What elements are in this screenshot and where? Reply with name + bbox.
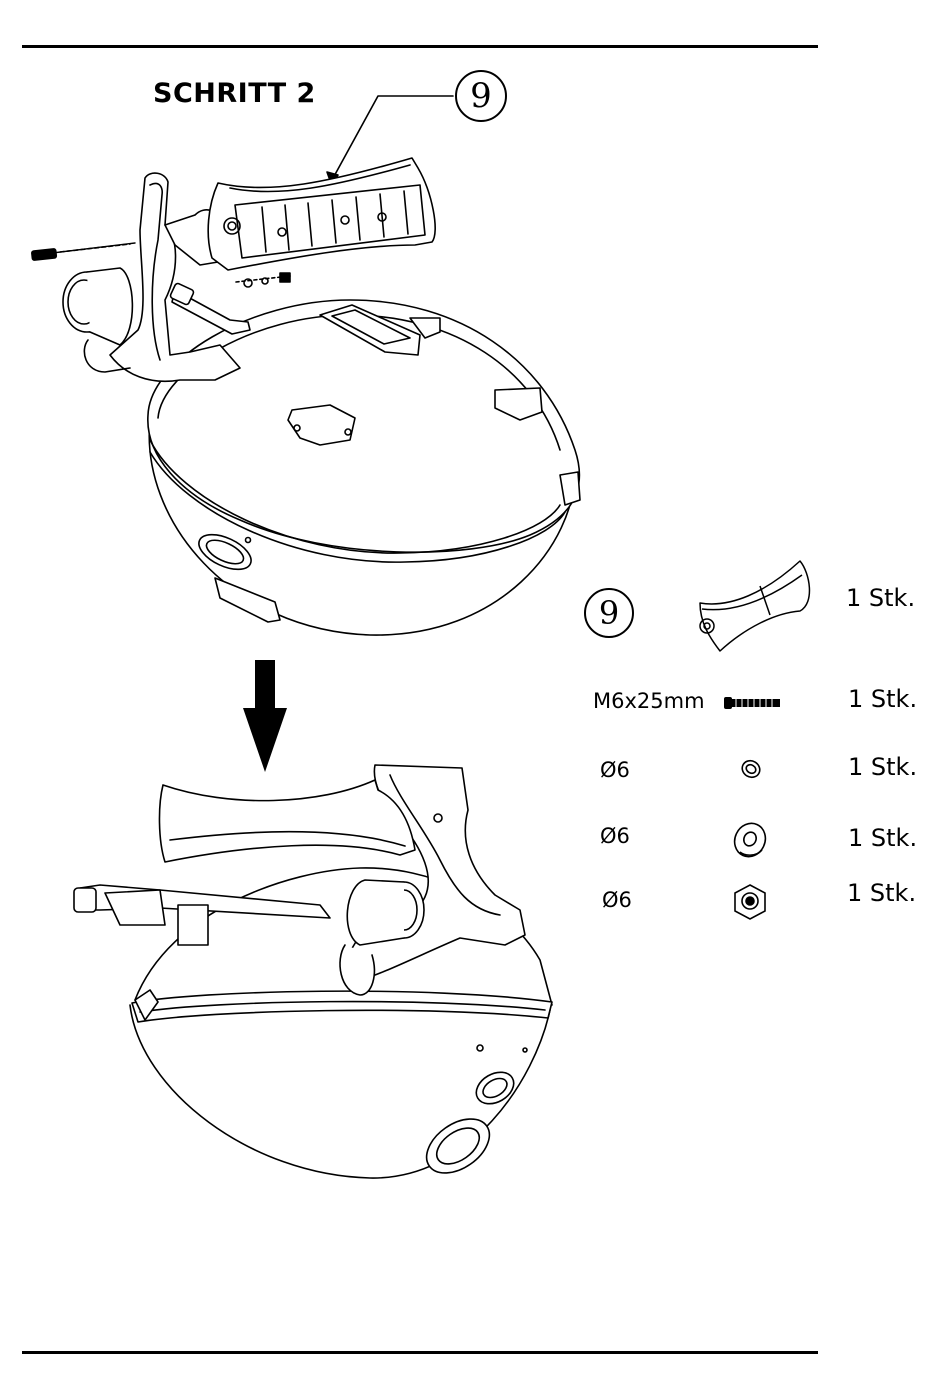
lock-nut-icon [730, 882, 770, 922]
spring-washer-icon [738, 756, 764, 782]
quantity-spring-washer: 1 Stk. [848, 753, 917, 781]
top-grill-illustration [32, 158, 580, 635]
quantity-bolt: 1 Stk. [848, 685, 917, 713]
parts-list-callout: 9 [584, 588, 634, 638]
label-lock-nut: Ø6 [602, 888, 632, 912]
down-arrow-icon [243, 660, 287, 772]
quantity-flat-washer: 1 Stk. [848, 824, 917, 852]
quantity-lock-nut: 1 Stk. [847, 879, 916, 907]
bolt-icon [722, 694, 782, 712]
label-spring-washer: Ø6 [600, 758, 630, 782]
handle-part-icon [690, 553, 820, 653]
label-bolt: M6x25mm [593, 689, 705, 713]
flat-washer-icon [730, 820, 770, 860]
quantity-handle: 1 Stk. [846, 584, 915, 612]
bottom-grill-illustration [74, 765, 552, 1184]
label-flat-washer: Ø6 [600, 824, 630, 848]
